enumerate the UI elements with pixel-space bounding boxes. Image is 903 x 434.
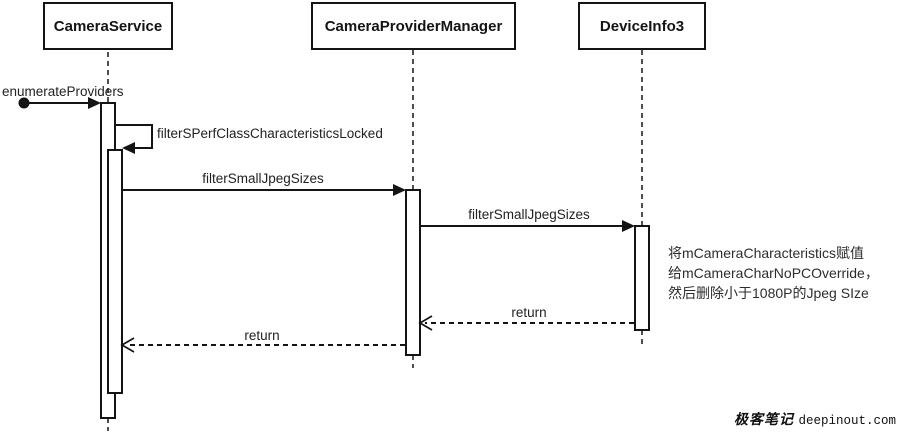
- label-return-1: return: [511, 305, 547, 320]
- arrowhead-enumerate: [88, 97, 101, 109]
- arrowhead-self-call: [122, 142, 135, 154]
- arrowhead-return-1: [418, 315, 433, 331]
- label-filter-small-jpeg-1: filterSmallJpegSizes: [202, 171, 324, 186]
- arrowhead-filter-small-jpeg-1: [393, 184, 406, 196]
- label-filter-sperf-class: filterSPerfClassCharacteristicsLocked: [157, 126, 383, 141]
- activation-cameraservice-inner: [107, 149, 123, 394]
- arrowhead-filter-small-jpeg-2: [622, 220, 635, 232]
- note-line-2: 给mCameraCharNoPCOverride，: [668, 265, 879, 281]
- note-camera-characteristics: 将mCameraCharacteristics赋值 给mCameraCharNo…: [668, 243, 879, 303]
- found-message-circle: [18, 97, 30, 109]
- note-line-3: 然后删除小于1080P的Jpeg SIze: [668, 285, 869, 301]
- participant-cameraservice: CameraService: [43, 2, 173, 50]
- activation-deviceinfo3: [634, 225, 650, 331]
- arrowhead-return-2: [120, 337, 135, 353]
- watermark: 极客笔记 deepinout.com: [734, 409, 896, 429]
- label-filter-small-jpeg-2: filterSmallJpegSizes: [468, 207, 590, 222]
- label-return-2: return: [244, 328, 280, 343]
- activation-cameraprovidermanager: [405, 189, 421, 356]
- arrow-self-call-filter-sperf: [115, 124, 153, 149]
- participant-cameraprovidermanager: CameraProviderManager: [311, 2, 516, 50]
- watermark-domain-text: deepinout.com: [798, 414, 896, 428]
- watermark-cn-text: 极客笔记: [734, 412, 795, 428]
- participant-deviceinfo3: DeviceInfo3: [578, 2, 706, 50]
- note-line-1: 将mCameraCharacteristics赋值: [668, 245, 865, 261]
- label-enumerate-providers: enumerateProviders: [2, 84, 124, 99]
